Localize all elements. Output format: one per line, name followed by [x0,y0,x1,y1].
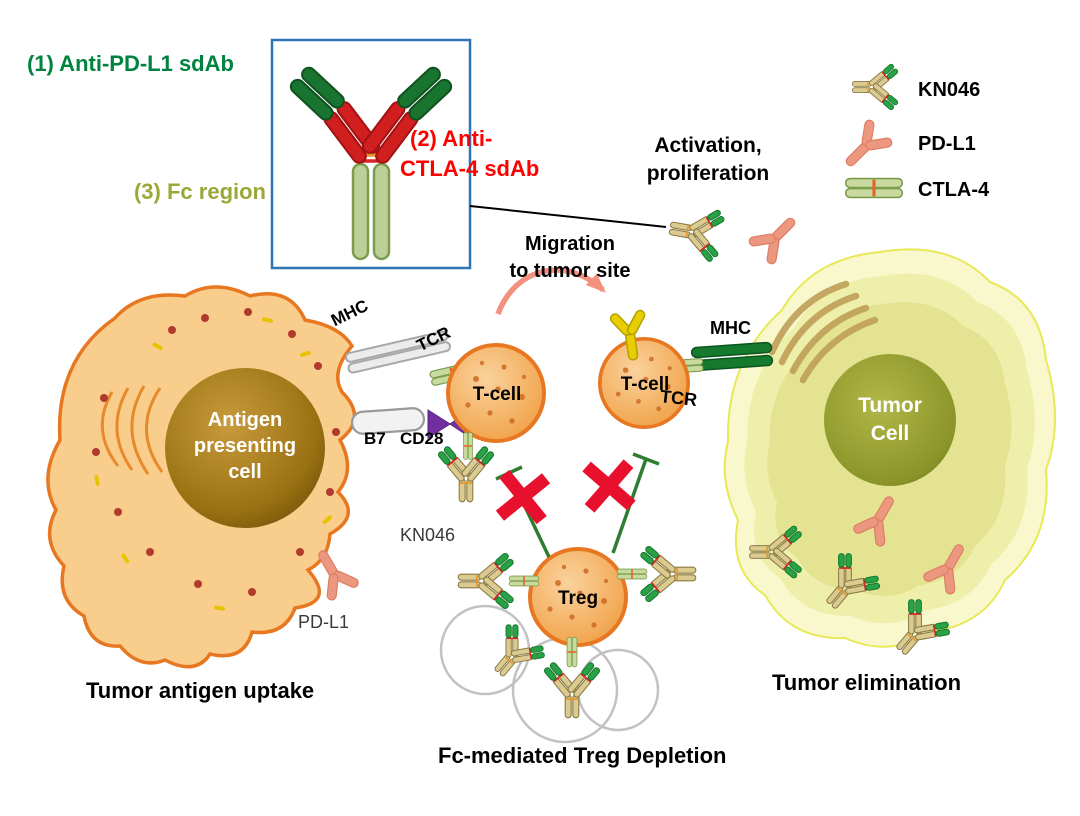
label-fc-region: (3) Fc region [134,179,266,204]
er-organelle [100,391,120,467]
label-migration-line2: to tumor site [509,260,630,282]
tumor-nucleus [824,354,956,486]
ctla-4-receptor-icon [616,568,648,580]
pd-l1-receptor-icon [833,115,897,179]
label-kn046: KN046 [400,525,455,545]
ctla-4-receptor-icon [462,431,474,461]
kn046-antibody-icon [457,551,516,611]
label-tumor-line2: Cell [871,422,910,445]
label-mhc-right: MHC [710,318,751,338]
kn046-antibody-icon [638,544,697,604]
ctla-4-receptor-icon [508,575,540,587]
apc-granules [92,308,340,611]
label-tumor-line1: Tumor [858,394,922,417]
kn046-molecule-diagram [289,66,453,261]
pd-l1-receptor-icon [744,205,808,269]
label-activation-line1: Activation, [654,134,761,157]
label-migration-line1: Migration [525,233,615,255]
label-apc-line2: presenting [194,435,296,457]
golgi-organelle [768,280,879,384]
label-anti-ctla4-line2: CTLA-4 sdAb [400,156,539,181]
label-b7: B7 [364,429,386,448]
label-apc-line3: cell [228,461,261,483]
label-apc-line1: Antigen [208,409,282,431]
red-x-icon [495,469,551,525]
label-tumor-antigen-uptake: Tumor antigen uptake [86,678,314,703]
tumor-cell [723,248,1056,648]
mhc-molecule-right [690,341,774,372]
migration-arrow [495,267,606,315]
apc-cell [46,285,363,669]
legend-label-kn046: KN046 [918,79,980,101]
legend-label-ctla4: CTLA-4 [918,179,990,201]
label-tcr-right: TCR [659,386,698,410]
mhc-molecule-left [344,330,452,374]
kn046-antibody-icon [664,200,728,265]
label-t-cell-left: T-cell [473,384,522,405]
kn046-structure-box [270,38,472,270]
b7-molecule [350,407,426,435]
label-fc-mediated-treg-depletion: Fc-mediated Treg Depletion [438,743,727,768]
label-anti-ctla4-line1: (2) Anti- [410,126,492,151]
kn046-antibody-icon [851,62,900,112]
label-tumor-elimination: Tumor elimination [772,670,961,695]
label-activation-line2: proliferation [647,162,770,185]
apc-nucleus [165,368,325,528]
legend-label-pdl1: PD-L1 [918,133,976,155]
kn046-antibody-icon [542,660,602,719]
pointer-line [469,205,667,228]
label-treg: Treg [558,588,598,609]
red-x-icon [582,459,636,513]
label-anti-pdl1-sdab: (1) Anti-PD-L1 sdAb [27,51,234,76]
ctla-4-receptor-icon [844,176,904,200]
label-t-cell-right: T-cell [621,374,670,395]
label-cd28: CD28 [400,429,443,448]
label-mhc-left: MHC [328,296,371,330]
ctla-4-receptor-icon [566,636,578,668]
label-pdl1: PD-L1 [298,612,349,632]
